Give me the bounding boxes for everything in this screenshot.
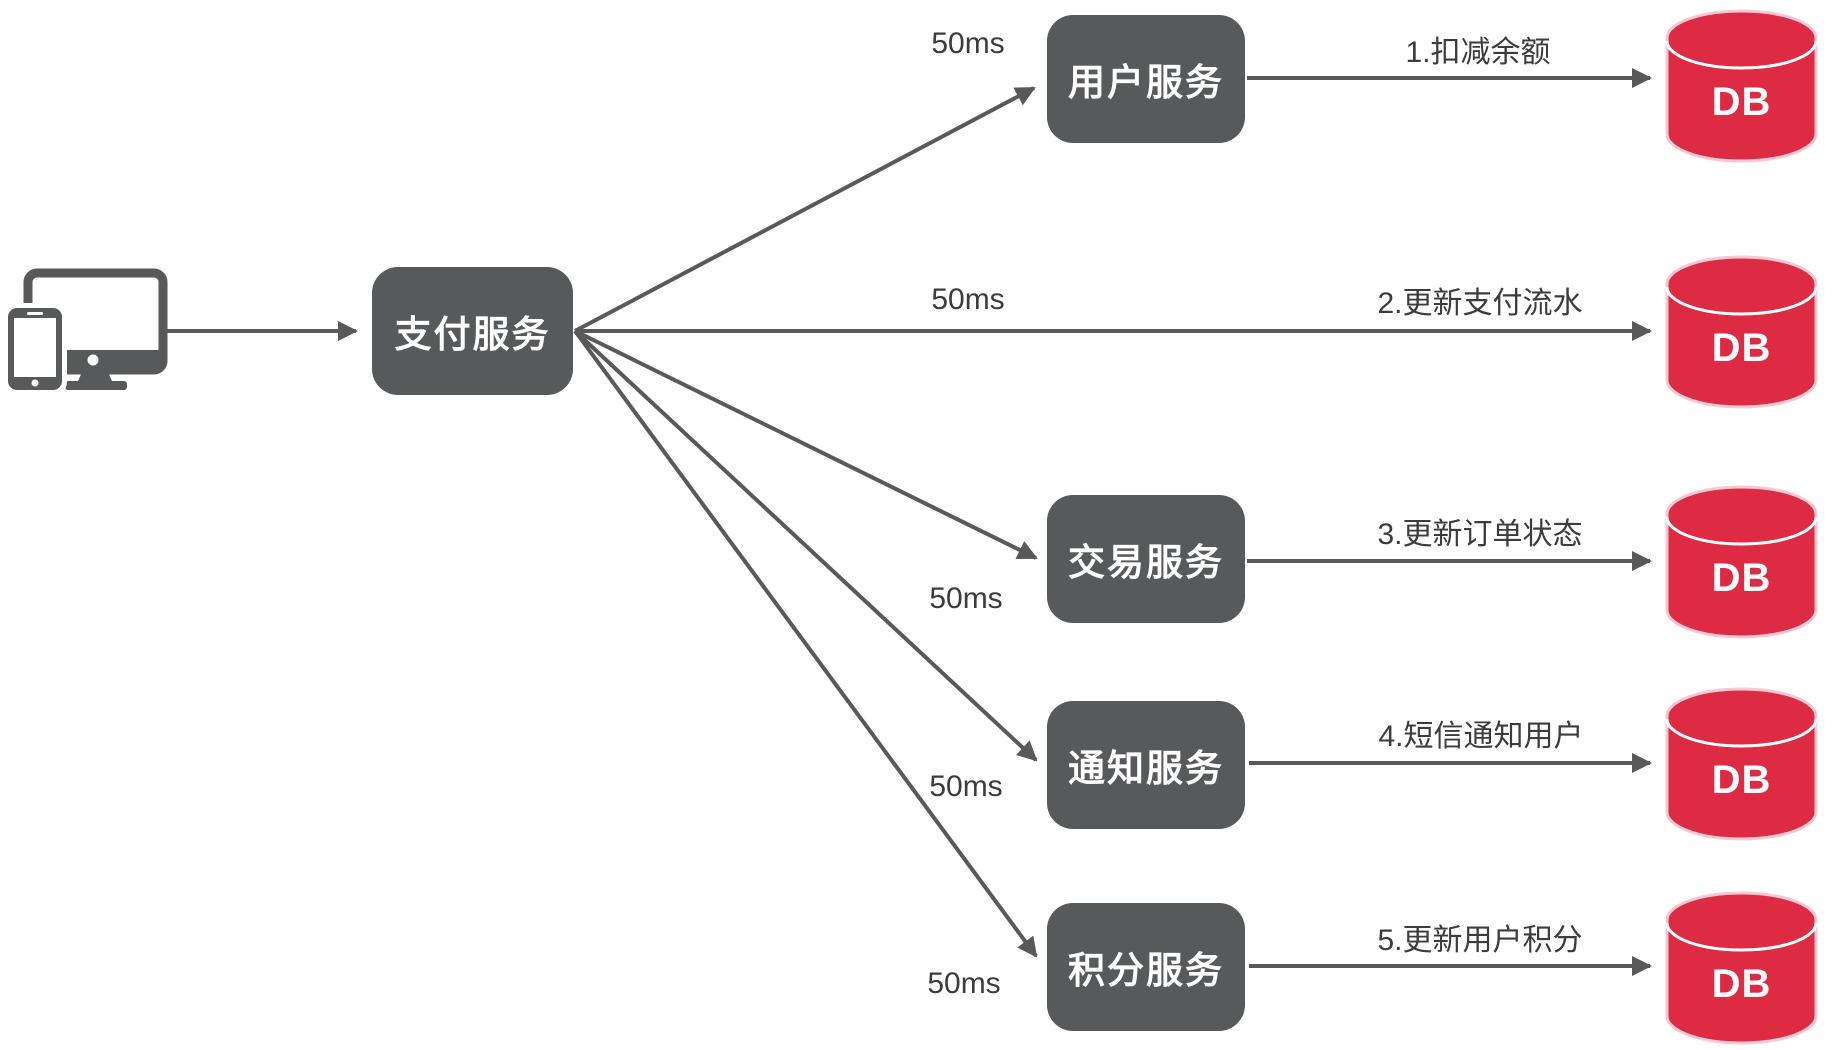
- latency-label: 50ms: [929, 770, 1003, 803]
- user-service-label: 用户服务: [1068, 62, 1224, 103]
- latency-label: 50ms: [927, 967, 1001, 1000]
- trade-service-node: 交易服务: [1047, 495, 1245, 623]
- payment-service-node: 支付服务: [372, 267, 573, 395]
- db-cylinder-2: DB: [1663, 254, 1820, 410]
- db-label: DB: [1711, 556, 1772, 600]
- phone-screen: [14, 318, 56, 377]
- payment-service-label: 支付服务: [394, 314, 551, 355]
- database-cylinder-icon: [1665, 687, 1818, 841]
- db-cylinder-1: DB: [1663, 8, 1820, 164]
- arrow-payment-to-user-service: [574, 86, 1036, 333]
- latency-label: 50ms: [931, 283, 1005, 316]
- phone-home-button: [31, 379, 39, 387]
- user-service-node: 用户服务: [1047, 15, 1245, 143]
- action-label: 4.短信通知用户: [1378, 720, 1584, 753]
- phone-speaker: [27, 312, 43, 315]
- notify-service-label: 通知服务: [1068, 748, 1224, 789]
- db-label: DB: [1711, 758, 1772, 802]
- arrow-payment-to-trade-service: [574, 329, 1038, 560]
- latency-label: 50ms: [931, 27, 1005, 60]
- notify-service-node: 通知服务: [1047, 701, 1245, 829]
- action-label: 5.更新用户积分: [1377, 924, 1583, 957]
- db-cylinder-5: DB: [1663, 890, 1820, 1046]
- db-label: DB: [1711, 962, 1772, 1006]
- action-label: 1.扣减余额: [1405, 36, 1551, 69]
- devices-icon-graphic: [3, 268, 168, 395]
- trade-service-label: 交易服务: [1068, 542, 1224, 583]
- points-service-node: 积分服务: [1047, 903, 1245, 1031]
- client-devices-icon: [3, 268, 177, 396]
- monitor-stand: [78, 370, 112, 381]
- monitor-led: [87, 354, 99, 366]
- action-label: 3.更新订单状态: [1377, 518, 1583, 551]
- db-cylinder-3: DB: [1663, 484, 1820, 640]
- db-label: DB: [1711, 80, 1772, 124]
- action-label: 2.更新支付流水: [1377, 287, 1583, 320]
- latency-label: 50ms: [929, 582, 1003, 615]
- database-cylinder-icon: [1665, 9, 1818, 163]
- arrow-payment-to-points-service: [573, 329, 1038, 958]
- db-label: DB: [1711, 326, 1772, 370]
- points-service-label: 积分服务: [1068, 950, 1224, 991]
- database-cylinder-icon: [1665, 255, 1818, 409]
- monitor-base: [65, 381, 127, 390]
- arrow-payment-to-notify-service: [573, 329, 1038, 762]
- db-cylinder-4: DB: [1663, 686, 1820, 842]
- database-cylinder-icon: [1665, 891, 1818, 1045]
- database-cylinder-icon: [1665, 485, 1818, 639]
